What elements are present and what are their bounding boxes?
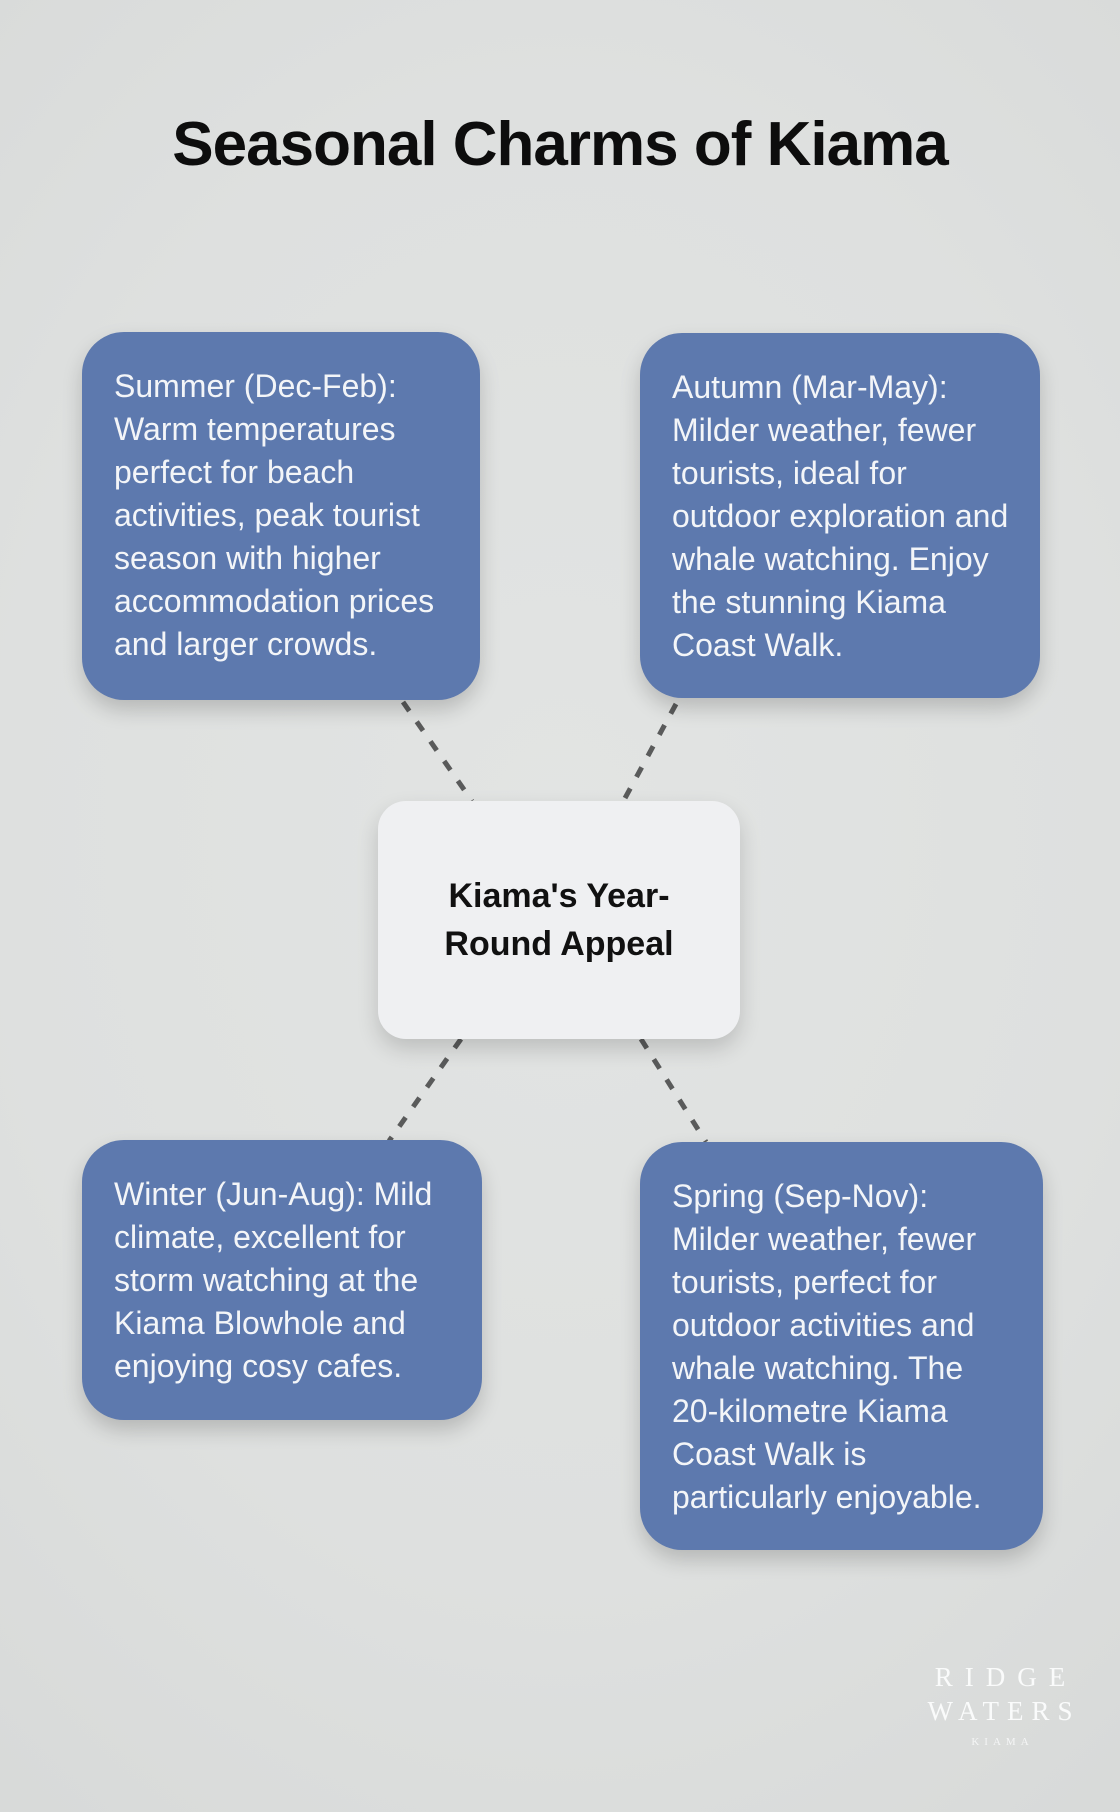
logo-waters-text: WATERS xyxy=(927,1696,1081,1726)
center-node: Kiama's Year-Round Appeal xyxy=(378,801,740,1039)
connector-autumn-center xyxy=(621,702,679,802)
season-card-winter: Winter (Jun-Aug): Mild climate, excellen… xyxy=(82,1140,482,1420)
page-title: Seasonal Charms of Kiama xyxy=(172,110,948,179)
center-node-label: Kiama's Year-Round Appeal xyxy=(444,877,674,963)
season-card-autumn-text: Autumn (Mar-May): Milder weather, fewer … xyxy=(672,369,1009,663)
brand-logo: RIDGE WATERS KIAMA xyxy=(905,1662,1095,1749)
logo-ridge-text: RIDGE xyxy=(934,1662,1078,1692)
connector-center-spring xyxy=(638,1037,709,1144)
season-card-spring-text: Spring (Sep-Nov): Milder weather, fewer … xyxy=(672,1178,982,1515)
logo-kiama-text: KIAMA xyxy=(971,1736,1034,1748)
season-card-spring: Spring (Sep-Nov): Milder weather, fewer … xyxy=(640,1142,1043,1550)
season-card-summer-text: Summer (Dec-Feb): Warm temperatures perf… xyxy=(114,368,435,662)
season-card-summer: Summer (Dec-Feb): Warm temperatures perf… xyxy=(82,332,480,700)
connector-center-winter xyxy=(386,1037,464,1143)
season-card-autumn: Autumn (Mar-May): Milder weather, fewer … xyxy=(640,333,1040,698)
connector-summer-center xyxy=(400,700,475,803)
season-card-winter-text: Winter (Jun-Aug): Mild climate, excellen… xyxy=(114,1176,433,1384)
